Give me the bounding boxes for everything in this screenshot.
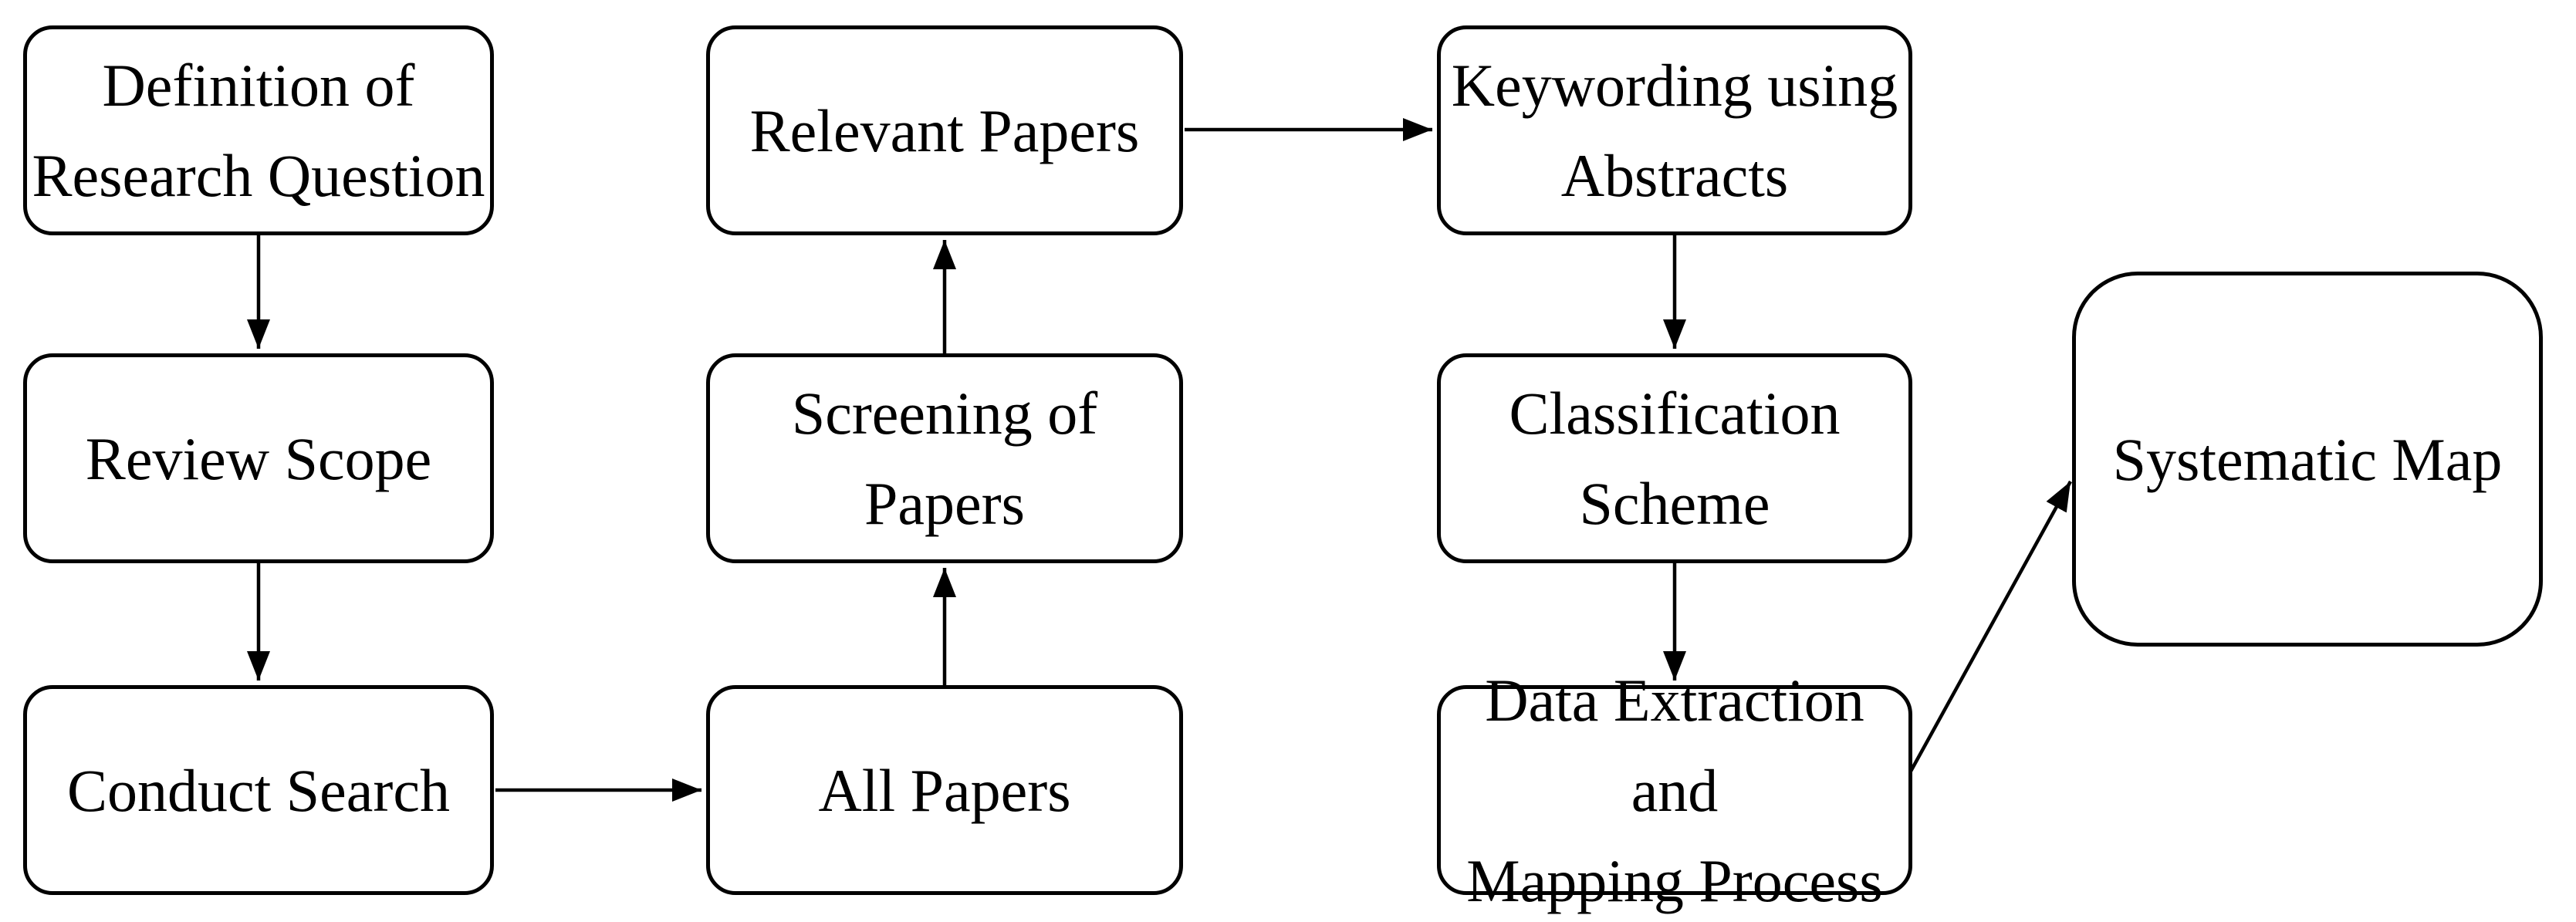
node-label: Review Scope xyxy=(85,424,432,492)
node-label: Data Extraction and Mapping Process xyxy=(1466,666,1883,914)
node-label: Screening of Papers xyxy=(791,380,1098,537)
node-classification-scheme: Classification Scheme xyxy=(1437,353,1912,563)
node-label: Systematic Map xyxy=(2112,425,2503,493)
node-review-scope: Review Scope xyxy=(23,353,494,563)
node-label: Relevant Papers xyxy=(749,96,1140,164)
node-label: Classification Scheme xyxy=(1509,380,1841,537)
arrow-extraction-to-systematic xyxy=(1907,480,2072,777)
node-label: Keywording using Abstracts xyxy=(1451,52,1898,209)
node-keywording-using-abstracts: Keywording using Abstracts xyxy=(1437,25,1912,235)
node-all-papers: All Papers xyxy=(706,685,1183,895)
node-label: All Papers xyxy=(818,756,1071,824)
node-relevant-papers: Relevant Papers xyxy=(706,25,1183,235)
node-label: Conduct Search xyxy=(66,756,451,824)
node-label: Definition of Research Question xyxy=(32,52,485,209)
node-conduct-search: Conduct Search xyxy=(23,685,494,895)
node-definition-of-research-question: Definition of Research Question xyxy=(23,25,494,235)
node-screening-of-papers: Screening of Papers xyxy=(706,353,1183,563)
node-systematic-map: Systematic Map xyxy=(2072,272,2543,647)
node-data-extraction-and-mapping-process: Data Extraction and Mapping Process xyxy=(1437,667,1912,914)
